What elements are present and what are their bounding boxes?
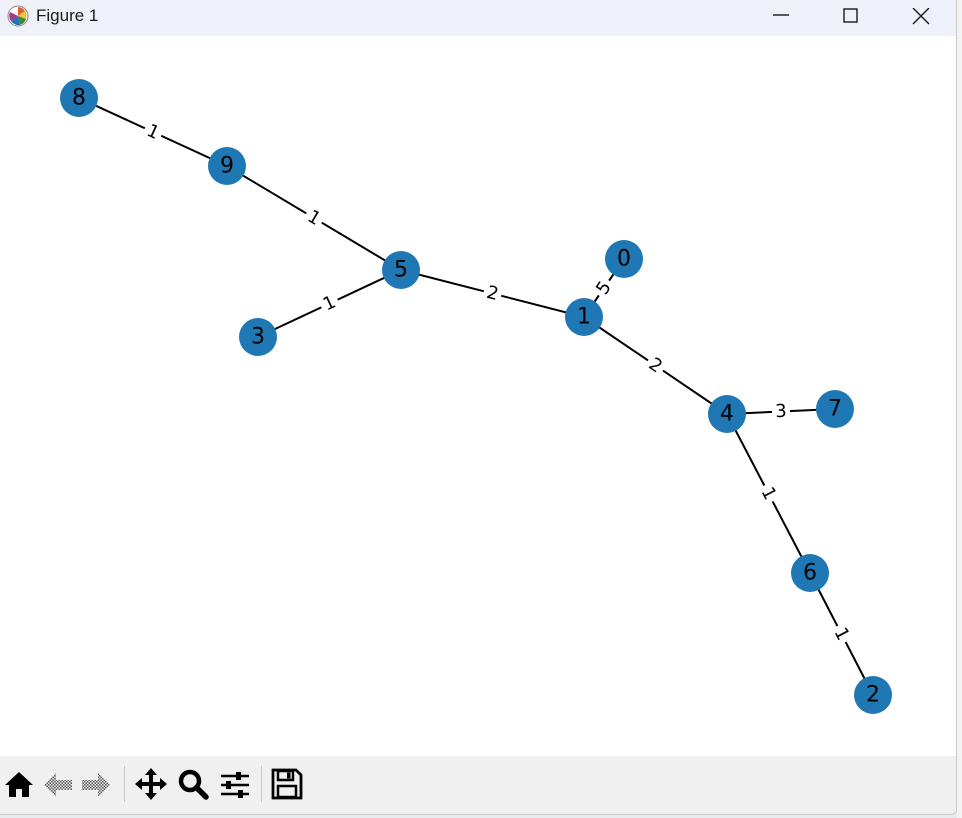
node-label-5: 5 — [394, 258, 408, 283]
maximize-button[interactable] — [816, 0, 886, 34]
node-label-7: 7 — [828, 397, 842, 422]
edge-label-group: 3 — [771, 399, 791, 423]
node-4 — [708, 395, 746, 433]
title-bar[interactable]: Figure 1 — [0, 0, 956, 36]
edge-label-background — [301, 203, 328, 232]
node-6 — [791, 554, 829, 592]
graph-plot: 1 1 1 2 5 2 3 1 1 0 1 2 3 4 5 6 7 8 9 — [60, 79, 892, 714]
pan-button[interactable] — [133, 766, 167, 802]
minimize-icon — [773, 14, 789, 16]
edge-label-background — [755, 479, 784, 507]
zoom-icon — [178, 769, 209, 800]
navigation-toolbar — [0, 756, 956, 814]
edge-label-group: 1 — [140, 117, 167, 145]
node-label-2: 2 — [866, 683, 880, 708]
node-label-1: 1 — [577, 305, 591, 330]
edge-label-background — [828, 620, 857, 647]
edge-label-group: 1 — [316, 288, 342, 317]
node-9 — [208, 147, 246, 185]
home-button[interactable] — [2, 766, 36, 802]
node-label-0: 0 — [617, 247, 631, 272]
background-window-edge — [957, 0, 962, 818]
pan-icon — [135, 768, 167, 800]
edge-label-background — [140, 117, 167, 145]
zoom-button[interactable] — [176, 766, 210, 802]
edge-label-group: 2 — [642, 350, 670, 379]
home-icon — [5, 772, 33, 797]
minimize-button[interactable] — [746, 0, 816, 34]
edge-label-group: 1 — [828, 620, 857, 647]
save-button[interactable] — [270, 766, 304, 802]
configure-subplots-button[interactable] — [218, 766, 252, 802]
matplotlib-logo-icon — [7, 5, 29, 27]
node-0 — [605, 240, 643, 278]
maximize-icon — [843, 8, 858, 23]
edge-label-group: 2 — [481, 279, 505, 306]
edge-label-background — [589, 273, 618, 302]
node-5 — [382, 251, 420, 289]
toolbar-separator — [124, 766, 125, 802]
node-3 — [239, 318, 277, 356]
toolbar-separator — [261, 766, 262, 802]
node-1 — [565, 298, 603, 336]
back-icon — [44, 773, 72, 797]
edge-label-group: 1 — [301, 203, 328, 232]
node-label-8: 8 — [72, 86, 86, 111]
edge-weight-label: 2 — [484, 282, 500, 305]
node-label-6: 6 — [803, 561, 817, 586]
back-button[interactable] — [42, 766, 76, 802]
close-button[interactable] — [886, 0, 956, 34]
node-label-9: 9 — [220, 154, 234, 179]
close-icon — [912, 8, 930, 25]
configure-subplots-icon — [221, 772, 249, 798]
node-2 — [854, 676, 892, 714]
node-label-3: 3 — [251, 325, 265, 350]
save-icon — [271, 768, 303, 800]
edge-label-group: 5 — [589, 273, 618, 302]
edge-label-background — [481, 279, 505, 306]
edge-label-background — [642, 350, 670, 379]
node-7 — [816, 390, 854, 428]
edge-label-group: 1 — [755, 479, 784, 507]
figure-canvas[interactable]: 1 1 1 2 5 2 3 1 1 0 1 2 3 4 5 6 7 8 9 — [0, 36, 956, 756]
edge-weight-label: 3 — [775, 401, 787, 423]
edge-label-background — [771, 399, 791, 422]
node-label-4: 4 — [720, 402, 734, 427]
forward-icon — [82, 773, 110, 797]
forward-button[interactable] — [78, 766, 112, 802]
node-8 — [60, 79, 98, 117]
window-title: Figure 1 — [36, 6, 99, 25]
edge-label-background — [316, 288, 342, 317]
